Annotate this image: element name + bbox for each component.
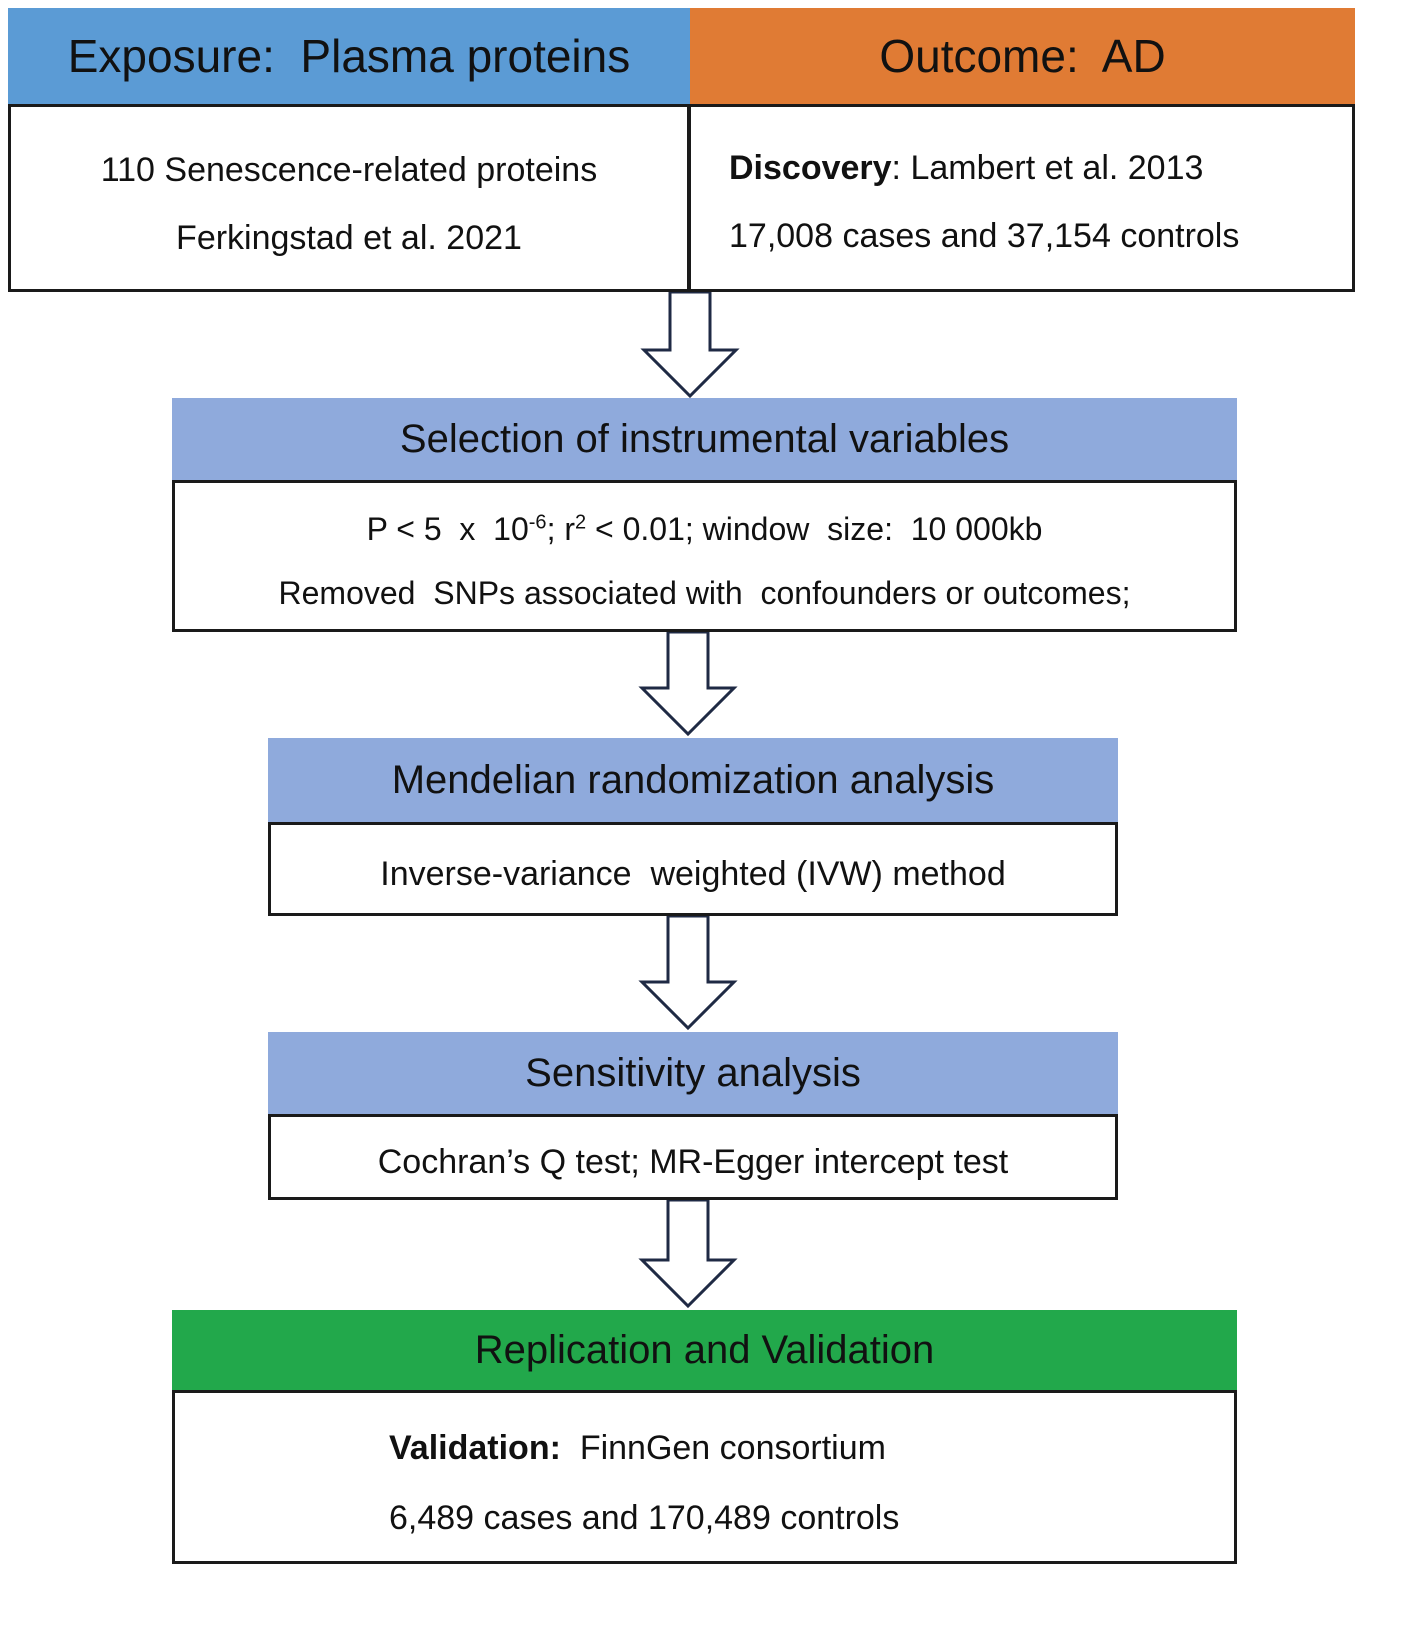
sensitivity-box: Cochran’s Q test; MR-Egger intercept tes… [268, 1114, 1118, 1200]
selection-line-2: Removed SNPs associated with confounders… [278, 575, 1131, 611]
outcome-line-2: 17,008 cases and 37,154 controls [729, 217, 1240, 255]
mr-header: Mendelian randomization analysis [268, 738, 1118, 822]
down-arrow-icon [640, 292, 740, 398]
validation-label: Validation: [389, 1429, 561, 1467]
sensitivity-header: Sensitivity analysis [268, 1032, 1118, 1114]
selection-box: P < 5 x 10-6; r2 < 0.01; window size: 10… [172, 480, 1237, 632]
sensitivity-title: Sensitivity analysis [525, 1050, 861, 1095]
selection-r-exponent: 2 [575, 511, 587, 534]
outcome-header: Outcome: AD [690, 8, 1355, 104]
down-arrow-icon [638, 916, 738, 1031]
down-arrow-icon [638, 632, 738, 737]
replication-title: Replication and Validation [474, 1327, 935, 1372]
sensitivity-line-1: Cochran’s Q test; MR-Egger intercept tes… [377, 1143, 1009, 1181]
replication-header: Replication and Validation [172, 1310, 1237, 1390]
outcome-line-1: Discovery: Lambert et al. 2013 [729, 149, 1352, 188]
outcome-box: Discovery: Lambert et al. 2013 17,008 ca… [688, 104, 1355, 292]
down-arrow-icon [638, 1200, 738, 1309]
replication-line-1: Validation: FinnGen consortium [389, 1429, 1234, 1468]
replication-line-2: 6,489 cases and 170,489 controls [389, 1499, 900, 1537]
exposure-line-2: Ferkingstad et al. 2021 [176, 219, 522, 257]
replication-box: Validation: FinnGen consortium 6,489 cas… [172, 1390, 1237, 1564]
selection-threshold: P < 5 x 10 [366, 511, 529, 547]
validation-source: FinnGen consortium [560, 1429, 886, 1467]
selection-exponent: -6 [528, 511, 547, 534]
selection-window: < 0.01; window size: 10 000kb [586, 511, 1043, 547]
exposure-title: Exposure: Plasma proteins [67, 30, 631, 82]
mr-line-1: Inverse-variance weighted (IVW) method [380, 855, 1006, 893]
selection-line-1: P < 5 x 10-6; r2 < 0.01; window size: 10… [175, 511, 1234, 548]
mr-box: Inverse-variance weighted (IVW) method [268, 822, 1118, 916]
mr-title: Mendelian randomization analysis [391, 757, 995, 802]
outcome-discovery-source: : Lambert et al. 2013 [891, 149, 1204, 187]
selection-title: Selection of instrumental variables [399, 416, 1010, 461]
exposure-box: 110 Senescence-related proteins Ferkings… [8, 104, 690, 292]
selection-r-label: ; r [546, 511, 575, 547]
exposure-line-1: 110 Senescence-related proteins [100, 151, 598, 189]
outcome-title: Outcome: AD [879, 30, 1166, 82]
outcome-discovery-label: Discovery [729, 149, 892, 187]
exposure-header: Exposure: Plasma proteins [8, 8, 690, 104]
selection-header: Selection of instrumental variables [172, 398, 1237, 480]
